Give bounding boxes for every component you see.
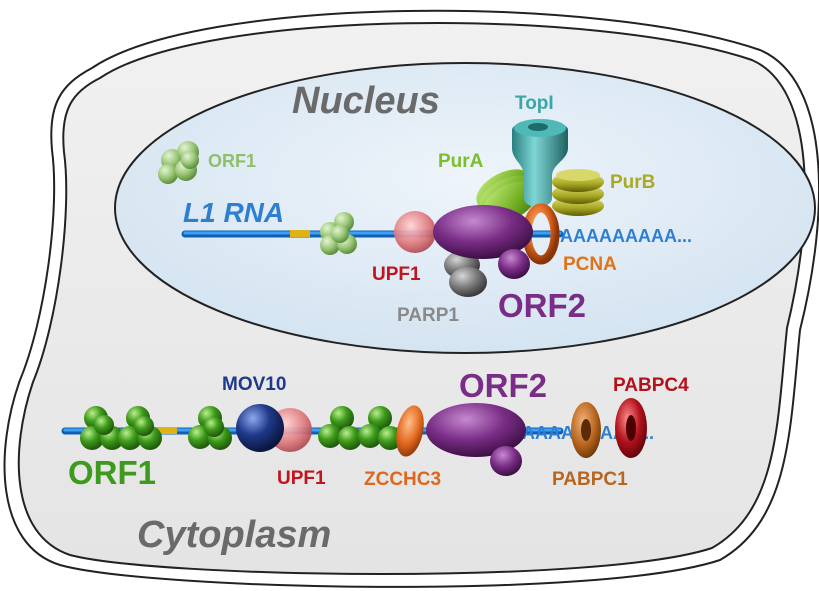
cytoplasmic-orf1-trimer-1 — [80, 406, 124, 450]
cytoplasmic-orf1-label: ORF1 — [68, 454, 156, 491]
zcchc3 — [396, 405, 424, 457]
nuclear-upf1 — [394, 211, 436, 253]
pabpc4 — [615, 398, 647, 458]
cytoplasmic-orf1-trimer-2 — [118, 406, 162, 450]
topi-label: TopI — [515, 93, 554, 114]
cytoplasmic-orf2 — [426, 403, 526, 476]
nuclear-orf1-label: ORF1 — [208, 151, 256, 171]
mov10-label: MOV10 — [222, 374, 286, 395]
cytoplasmic-orf1-trimer-3 — [188, 406, 232, 450]
pabpc1-label: PABPC1 — [552, 469, 628, 490]
purb-label: PurB — [610, 172, 655, 193]
nucleus-title: Nucleus — [292, 80, 440, 122]
topi — [512, 119, 568, 207]
cytoplasmic-orf1-trimer-4 — [318, 406, 362, 450]
nuclear-orf2-label: ORF2 — [498, 287, 586, 324]
pcna-label: PCNA — [563, 254, 617, 275]
pabpc4-label: PABPC4 — [613, 375, 689, 396]
zcchc3-label: ZCCHC3 — [364, 469, 441, 490]
pabpc1 — [571, 402, 601, 458]
nuclear-polya: AAAAAAAAA... — [560, 226, 692, 246]
nuclear-orf1-trimer-bound — [320, 212, 357, 255]
pura-label: PurA — [438, 151, 484, 172]
l1-rna-label: L1 RNA — [183, 197, 284, 228]
nuclear-orf2 — [433, 205, 533, 279]
mov10 — [236, 404, 284, 452]
cytoplasmic-orf1-trimer-5 — [358, 406, 402, 450]
cytoplasmic-orf2-label: ORF2 — [459, 367, 547, 404]
cytoplasmic-upf1-label: UPF1 — [277, 468, 326, 489]
purb — [552, 169, 604, 216]
nuclear-upf1-label: UPF1 — [372, 264, 421, 285]
parp1-label: PARP1 — [397, 305, 459, 326]
nuclear-orf1-trimer-free — [158, 141, 199, 184]
cytoplasm-title: Cytoplasm — [137, 514, 331, 556]
